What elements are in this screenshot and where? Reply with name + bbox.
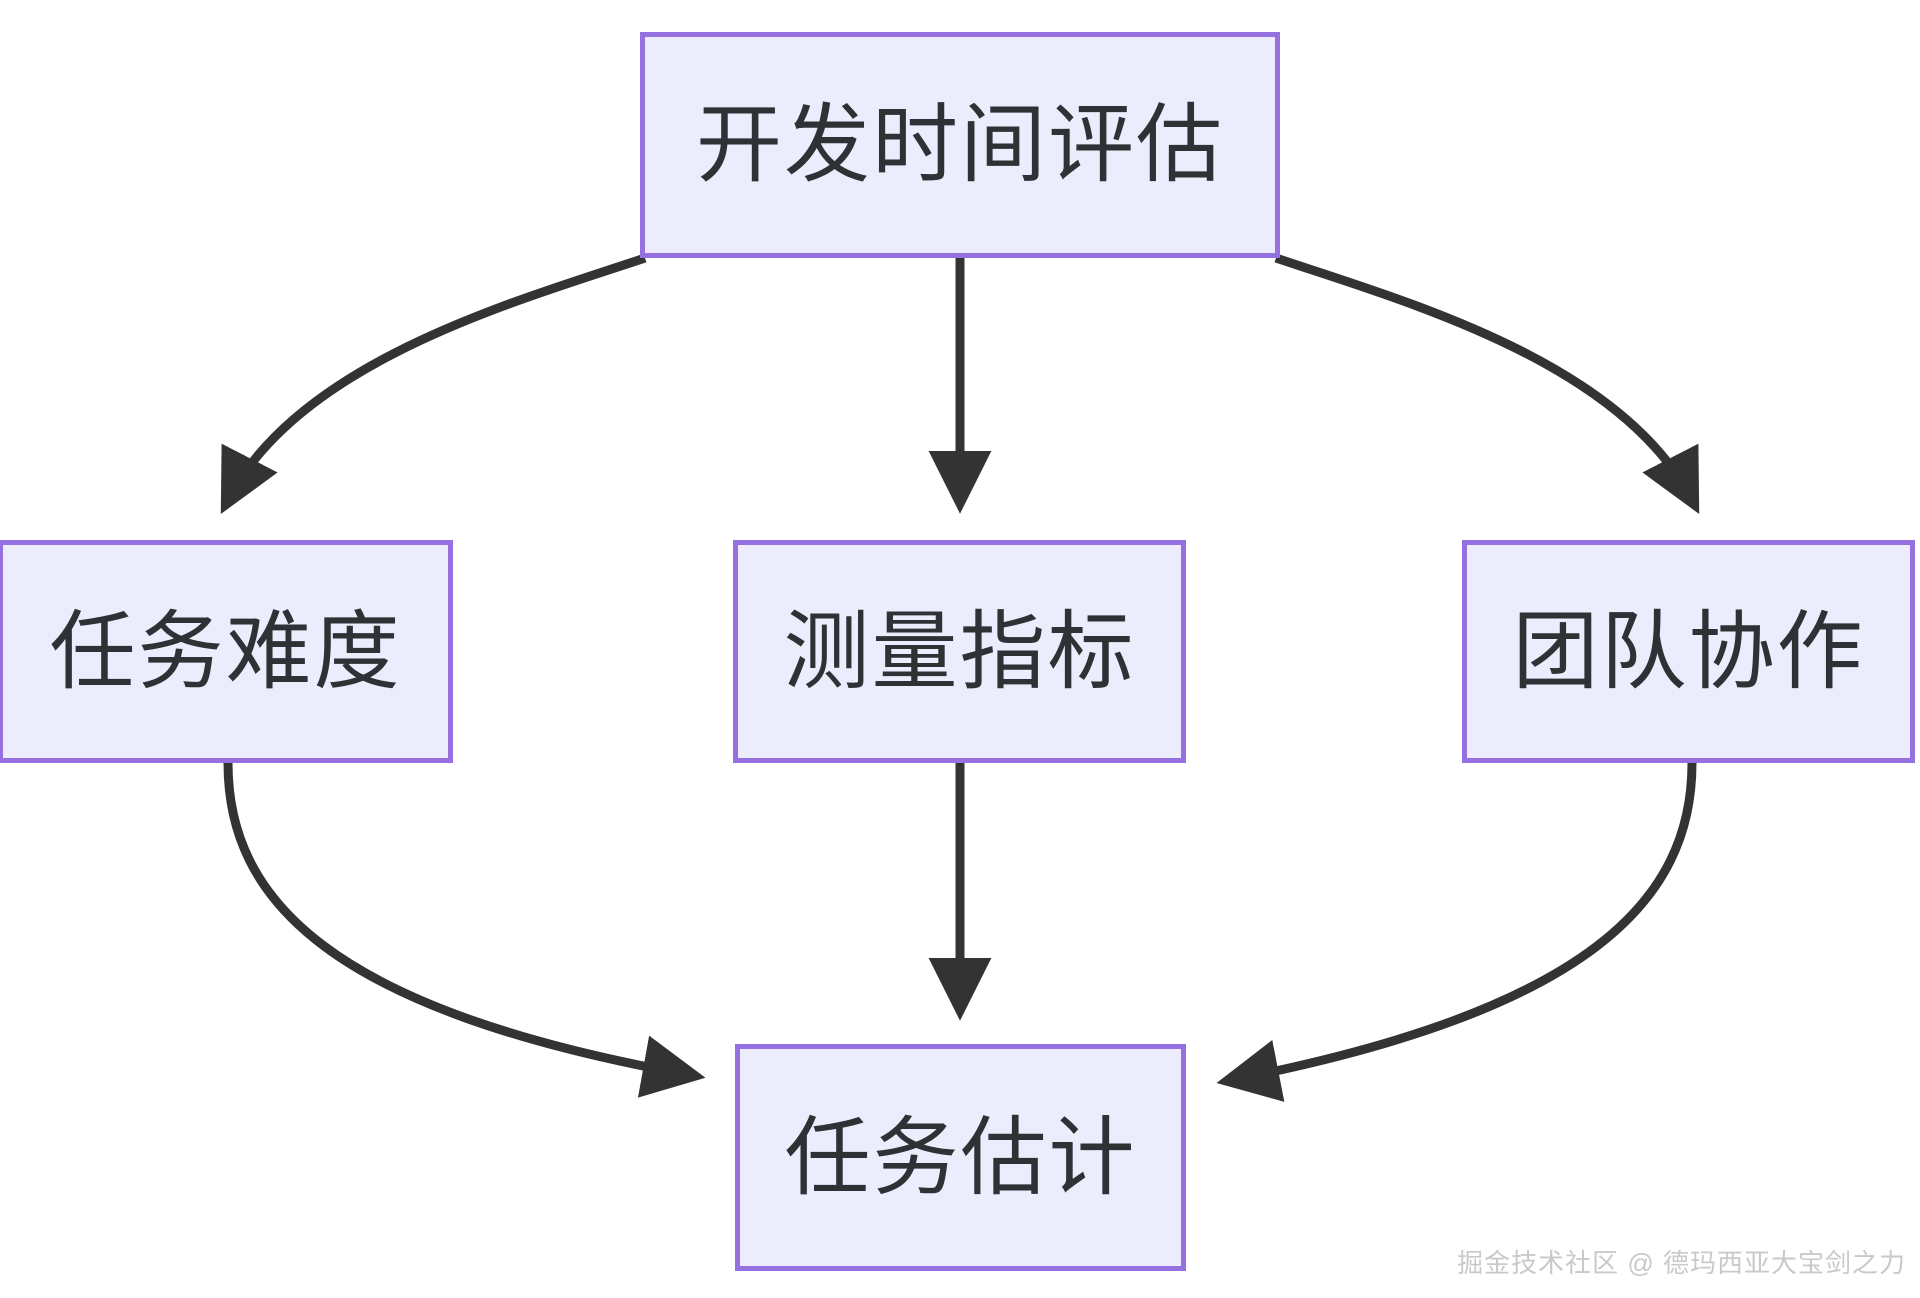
node-right-label: 团队协作: [1512, 603, 1865, 700]
watermark-text: 掘金技术社区 @ 德玛西亚大宝剑之力: [1457, 1248, 1906, 1278]
node-left-label: 任务难度: [49, 603, 402, 700]
node-task-estimation[interactable]: 任务估计: [735, 1044, 1186, 1271]
edge-top-to-left: [220, 253, 647, 514]
node-top-label: 开发时间评估: [696, 97, 1224, 193]
node-measurement-metrics[interactable]: 测量指标: [733, 540, 1186, 763]
edge-right-to-bottom: [1216, 762, 1697, 1102]
edge-top-to-right: [1274, 253, 1700, 514]
node-middle-label: 测量指标: [783, 603, 1136, 700]
edge-left-to-bottom: [223, 762, 706, 1098]
node-development-time-estimation[interactable]: 开发时间评估: [640, 32, 1280, 258]
node-task-difficulty[interactable]: 任务难度: [0, 540, 453, 763]
node-team-collaboration[interactable]: 团队协作: [1462, 540, 1915, 763]
node-bottom-label: 任务估计: [784, 1109, 1137, 1206]
